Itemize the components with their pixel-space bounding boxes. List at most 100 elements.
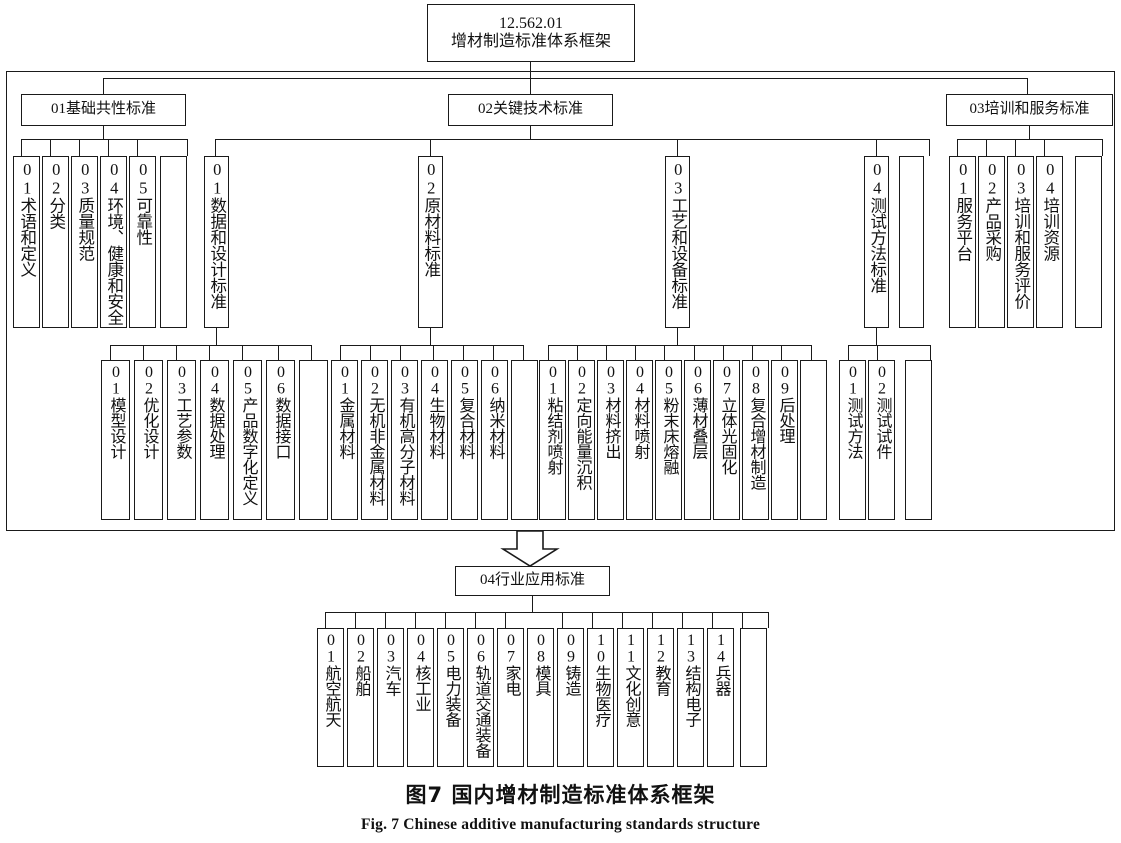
leaf-material-extrusion[interactable]: 03材料挤出 <box>597 360 624 520</box>
leaf-product-procurement-label: 02产品采购 <box>982 160 1002 261</box>
node-data-design-standards[interactable]: 01数据和设计标准 <box>204 156 229 328</box>
leaf-biomaterial[interactable]: 04生物材料 <box>421 360 448 520</box>
leaf-composite-material[interactable]: 05复合材料 <box>451 360 478 520</box>
training-drop-2 <box>986 139 988 156</box>
leaf-inorganic-nonmetal-material[interactable]: 02无机非金属材料 <box>361 360 388 520</box>
leaf-data-processing[interactable]: 04数据处理 <box>200 360 229 520</box>
node-process-equipment-standards[interactable]: 03工艺和设备标准 <box>665 156 690 328</box>
leaf-data-interface[interactable]: 06数据接口 <box>266 360 295 520</box>
leaf-nuclear-industry[interactable]: 04核工业 <box>407 628 434 767</box>
leaf-ehs[interactable]: 04环境、健康和安全 <box>100 156 127 328</box>
basic-drop-1 <box>21 139 23 156</box>
basic-drop-3 <box>79 139 81 156</box>
leaf-classification-label: 02分类 <box>46 160 66 229</box>
leaf-powder-bed-fusion[interactable]: 05粉末床熔融 <box>655 360 682 520</box>
leaf-mould[interactable]: 08模具 <box>527 628 554 767</box>
test-drop-3 <box>930 345 932 360</box>
keytech-drop-1 <box>215 139 217 156</box>
leaf-classification[interactable]: 02分类 <box>42 156 69 328</box>
leaf-education[interactable]: 12教育 <box>647 628 674 767</box>
leaf-automotive-label: 03汽车 <box>382 632 400 696</box>
leaf-home-appliance[interactable]: 07家电 <box>497 628 524 767</box>
leaf-metal-material[interactable]: 01金属材料 <box>331 360 358 520</box>
leaf-process-parameters[interactable]: 03工艺参数 <box>167 360 196 520</box>
leaf-biomedical[interactable]: 10生物医疗 <box>587 628 614 767</box>
keytech-drop-4 <box>876 139 878 156</box>
root-node[interactable]: 12.562.01 增材制造标准体系框架 <box>427 4 635 62</box>
leaf-terminology[interactable]: 01术语和定义 <box>13 156 40 328</box>
leaf-material-jetting[interactable]: 04材料喷射 <box>626 360 653 520</box>
node-raw-material-standards[interactable]: 02原材料标准 <box>418 156 443 328</box>
design-stem <box>216 328 218 345</box>
leaf-training-resource[interactable]: 04培训资源 <box>1036 156 1063 328</box>
industry-drop-1 <box>325 612 327 628</box>
node-basic-standards[interactable]: 01基础共性标准 <box>21 94 186 126</box>
node-keytech-empty[interactable] <box>899 156 924 328</box>
process-drop-9 <box>781 345 783 360</box>
leaf-automotive[interactable]: 03汽车 <box>377 628 404 767</box>
leaf-training-empty[interactable] <box>1075 156 1102 328</box>
design-children-bus <box>110 345 311 347</box>
leaf-casting[interactable]: 09铸造 <box>557 628 584 767</box>
basic-stem <box>103 126 105 139</box>
leaf-model-design[interactable]: 01模型设计 <box>101 360 130 520</box>
node-key-technology-standards[interactable]: 02关键技术标准 <box>448 94 613 126</box>
node-training-service-standards[interactable]: 03培训和服务标准 <box>946 94 1113 126</box>
node-data-design-standards-label: 01数据和设计标准 <box>207 160 227 309</box>
leaf-product-digital-definition[interactable]: 05产品数字化定义 <box>233 360 262 520</box>
design-drop-4 <box>209 345 211 360</box>
material-children-bus <box>340 345 523 347</box>
leaf-organic-polymer-material[interactable]: 03有机高分子材料 <box>391 360 418 520</box>
leaf-test-method[interactable]: 01测试方法 <box>839 360 866 520</box>
leaf-directed-energy-deposition[interactable]: 02定向能量沉积 <box>568 360 595 520</box>
node-key-technology-standards-label: 02关键技术标准 <box>477 101 583 118</box>
node-test-method-standards[interactable]: 04测试方法标准 <box>864 156 889 328</box>
leaf-industry-empty[interactable] <box>740 628 767 767</box>
leaf-weaponry[interactable]: 14兵器 <box>707 628 734 767</box>
industry-drop-5 <box>445 612 447 628</box>
design-drop-5 <box>242 345 244 360</box>
leaf-service-platform[interactable]: 01服务平台 <box>949 156 976 328</box>
leaf-rail-transit-equipment[interactable]: 06轨道交通装备 <box>467 628 494 767</box>
leaf-design-empty[interactable] <box>299 360 328 520</box>
material-drop-7 <box>523 345 525 360</box>
material-drop-5 <box>463 345 465 360</box>
node-industry-application-standards[interactable]: 04行业应用标准 <box>455 566 610 596</box>
material-drop-3 <box>400 345 402 360</box>
keytech-drop-2 <box>430 139 432 156</box>
leaf-training-service-eval[interactable]: 03培训和服务评价 <box>1007 156 1034 328</box>
leaf-binder-jetting[interactable]: 01粘结剂喷射 <box>539 360 566 520</box>
test-drop-2 <box>877 345 879 360</box>
leaf-test-specimen[interactable]: 02测试试件 <box>868 360 895 520</box>
process-drop-5 <box>664 345 666 360</box>
leaf-reliability[interactable]: 05可靠性 <box>129 156 156 328</box>
leaf-aerospace[interactable]: 01航空航天 <box>317 628 344 767</box>
design-drop-7 <box>311 345 313 360</box>
leaf-vat-photopolymerization[interactable]: 07立体光固化 <box>713 360 740 520</box>
leaf-nano-material[interactable]: 06纳米材料 <box>481 360 508 520</box>
leaf-structural-electronics[interactable]: 13结构电子 <box>677 628 704 767</box>
leaf-rail-transit-equipment-label: 06轨道交通装备 <box>472 632 490 758</box>
leaf-material-empty[interactable] <box>511 360 538 520</box>
process-drop-7 <box>723 345 725 360</box>
leaf-post-processing[interactable]: 09后处理 <box>771 360 798 520</box>
leaf-hybrid-additive-manufacturing[interactable]: 08复合增材制造 <box>742 360 769 520</box>
node-basic-standards-label: 01基础共性标准 <box>50 101 156 118</box>
leaf-sheet-lamination[interactable]: 06薄材叠层 <box>684 360 711 520</box>
industry-drop-3 <box>385 612 387 628</box>
leaf-process-empty[interactable] <box>800 360 827 520</box>
leaf-cultural-creative[interactable]: 11文化创意 <box>617 628 644 767</box>
leaf-directed-energy-deposition-label: 02定向能量沉积 <box>573 364 591 490</box>
process-children-bus <box>548 345 811 347</box>
leaf-product-procurement[interactable]: 02产品采购 <box>978 156 1005 328</box>
basic-drop-2 <box>50 139 52 156</box>
leaf-quality-spec[interactable]: 03质量规范 <box>71 156 98 328</box>
material-drop-2 <box>370 345 372 360</box>
leaf-shipbuilding[interactable]: 02船舶 <box>347 628 374 767</box>
leaf-process-parameters-label: 03工艺参数 <box>173 364 191 459</box>
basic-children-bus <box>21 139 188 141</box>
leaf-optimized-design[interactable]: 02优化设计 <box>134 360 163 520</box>
leaf-power-equipment[interactable]: 05电力装备 <box>437 628 464 767</box>
leaf-test-empty[interactable] <box>905 360 932 520</box>
leaf-basic-empty[interactable] <box>160 156 187 328</box>
